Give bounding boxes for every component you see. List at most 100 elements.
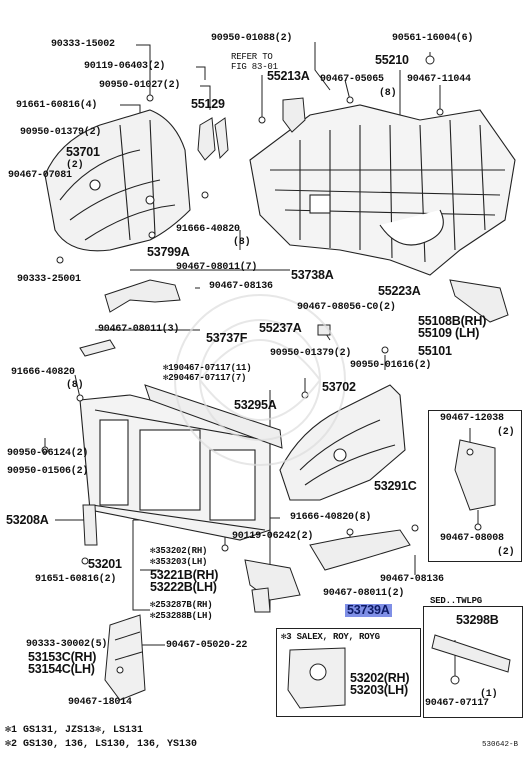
label-91666-40820-a: 91666-40820: [176, 224, 240, 235]
label-53295A: 53295A: [234, 398, 277, 412]
label-55223A: 55223A: [378, 284, 421, 298]
fender-apron-53701: [44, 109, 191, 252]
leader-line: [314, 42, 331, 91]
label-90950-01379-b: 90950-01379(2): [270, 348, 352, 359]
label-90467-08136-b: 90467-08136: [380, 574, 444, 585]
label-90950-06124: 90950-06124(2): [7, 448, 89, 459]
label-90467-08011-7: 90467-08011(7): [176, 262, 258, 273]
label-53738A: 53738A: [291, 268, 334, 282]
label-53222B: 53222B(LH): [150, 580, 217, 594]
label-salex-roy: ✻3 SALEX, ROY, ROYG: [281, 632, 380, 642]
label-253287B: ✻253287B(RH): [150, 600, 213, 610]
label-253288B: ✻253288B(LH): [150, 611, 213, 621]
label-90561-16004: 90561-16004(6): [392, 33, 474, 44]
label-sed-twlpg: SED..TWLPG: [430, 596, 483, 606]
bracket-line: [132, 520, 150, 611]
label-53203: 53203(LH): [350, 683, 408, 697]
label-91666-40820-b-qty: (8): [66, 380, 84, 391]
label-290467-07117: ✻290467-07117(7): [163, 373, 247, 383]
label-90467-11044: 90467-11044: [407, 74, 471, 85]
label-353203: ✻353203(LH): [150, 557, 208, 567]
label-53221B: 53221B(RH): [150, 568, 219, 582]
label-53701: 53701: [66, 145, 100, 159]
label-90467-12038-qty: (2): [497, 427, 515, 438]
footnote-1: ✻1 GS131, JZS13✻, LS131: [5, 725, 144, 736]
label-55210: 55210: [375, 53, 409, 67]
label-90467-07117: 90467-07117: [425, 698, 489, 709]
label-90467-08011-3: 90467-08011(3): [98, 324, 180, 335]
bar-53208A: [82, 504, 98, 546]
label-53154C: 53154C(LH): [28, 662, 95, 676]
bracket-53739A: [309, 529, 411, 571]
figure-code: 530642-B: [482, 741, 519, 749]
label-90467-08008-qty: (2): [497, 547, 515, 558]
label-90333-30002: 90333-30002(5): [26, 639, 108, 650]
label-53737F: 53737F: [206, 331, 248, 345]
box-salex-roy: [276, 628, 421, 717]
label-53702: 53702: [322, 380, 356, 394]
label-53202: 53202(RH): [350, 671, 410, 685]
label-53701-qty: (2): [66, 160, 84, 171]
label-90467-08008: 90467-08008: [440, 533, 504, 544]
label-90467-07081: 90467-07081: [8, 170, 72, 181]
label-91666-40820-c: 91666-40820(8): [290, 512, 372, 523]
fender-apron-53702: [279, 384, 406, 501]
leader-line: [200, 85, 211, 110]
bracket-53287B: [251, 587, 271, 613]
label-90119-06403: 90119-06403(2): [84, 61, 166, 72]
bracket-53291C: [454, 439, 496, 511]
label-190467-07117: ✻190467-07117(11): [163, 363, 252, 373]
label-90950-01506: 90950-01506(2): [7, 466, 89, 477]
label-55129: 55129: [191, 97, 225, 111]
bar-53298B: [431, 634, 511, 673]
box-sed-twlpg: [423, 606, 523, 718]
label-90467-12038: 90467-12038: [440, 413, 504, 424]
label-90333-15002: 90333-15002: [51, 39, 115, 50]
bracket-53737F: [79, 339, 116, 357]
label-90467-08136-a: 90467-08136: [209, 281, 273, 292]
label-53291C: 53291C: [374, 479, 417, 493]
dash-panel-55101: [249, 104, 516, 276]
fasteners: [41, 55, 482, 685]
watermark-logo: [174, 294, 346, 466]
label-55108B: 55108B(RH): [418, 314, 487, 328]
label-53298B: 53298B: [456, 613, 499, 627]
label-fig-ref: FIG 83-01: [231, 62, 278, 72]
label-90950-01088: 90950-01088(2): [211, 33, 293, 44]
label-90950-01027: 90950-01027(2): [99, 80, 181, 91]
label-90467-05020: 90467-05020-22: [166, 640, 248, 651]
label-53208A: 53208A: [6, 513, 49, 527]
box-53291c-group: [428, 410, 522, 562]
label-qty-1: (1): [480, 689, 498, 700]
label-90333-25001: 90333-25001: [17, 274, 81, 285]
label-53799A: 53799A: [147, 245, 190, 259]
label-90467-05065: 90467-05065: [320, 74, 384, 85]
label-90467-08011-2: 90467-08011(2): [323, 588, 405, 599]
leader-line: [136, 44, 151, 95]
label-90467-08056: 90467-08056-C0(2): [297, 302, 396, 313]
label-55237A: 55237A: [259, 321, 302, 335]
label-53201: 53201: [88, 557, 122, 571]
leader-line: [74, 374, 81, 399]
footnote-2: ✻2 GS130, 136, LS130, 136, YS130: [5, 739, 198, 750]
label-90950-01616: 90950-01616(2): [350, 360, 432, 371]
label-90950-01379-a: 90950-01379(2): [20, 127, 102, 138]
label-55101: 55101: [418, 344, 452, 358]
panel-53202: [287, 647, 346, 709]
label-91666-40820-b: 91666-40820: [11, 367, 75, 378]
bracket-53738A: [104, 279, 181, 313]
label-353202: ✻353202(RH): [150, 546, 208, 556]
label-90119-06242: 90119-06242(2): [232, 531, 314, 542]
label-53153C: 53153C(RH): [28, 650, 97, 664]
label-91666-40820-a-qty: (8): [233, 237, 251, 248]
bracket-55213A: [282, 97, 306, 133]
label-53739A-highlighted[interactable]: 53739A: [345, 603, 392, 617]
label-91661-60816: 91661-60816(4): [16, 100, 98, 111]
label-55109: 55109 (LH): [418, 326, 480, 340]
label-refer-to: REFER TO: [231, 52, 273, 62]
label-90467-18014: 90467-18014: [68, 697, 132, 708]
leader-line: [196, 66, 206, 80]
panel-53153C: [104, 614, 146, 701]
label-55213A: 55213A: [267, 69, 310, 83]
